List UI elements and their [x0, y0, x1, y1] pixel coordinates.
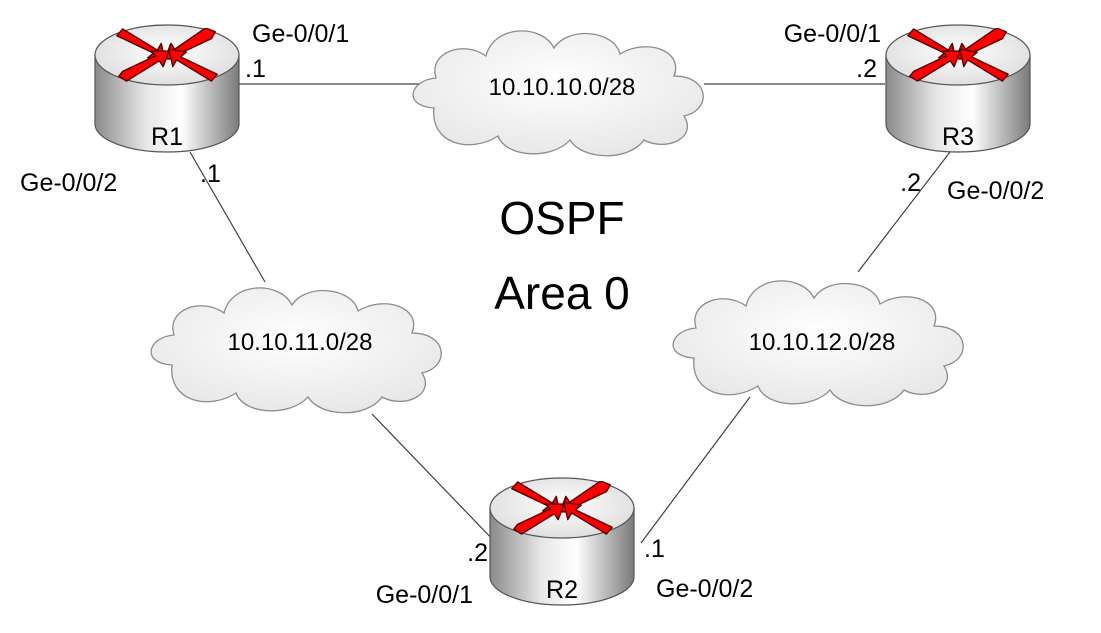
- iface-r3-ge1: Ge-0/0/1: [784, 20, 881, 48]
- iface-r1-ge1: Ge-0/0/1: [252, 20, 349, 48]
- router-r1: [94, 24, 240, 153]
- net-label-10-10-12: 10.10.12.0/28: [749, 329, 896, 356]
- cloud-net-10-10-10: [412, 30, 704, 157]
- router-r2: [489, 477, 635, 606]
- iface-r2-ge1: Ge-0/0/1: [376, 581, 473, 609]
- ip-r2-ge2: .1: [644, 535, 665, 563]
- router-label-r3: R3: [942, 123, 974, 151]
- link-r1-net11: [189, 151, 266, 283]
- area-title-line2: Area 0: [494, 267, 630, 319]
- link-net12-r2: [640, 396, 751, 544]
- router-r3: [885, 24, 1031, 153]
- ip-r1-ge2: .1: [200, 160, 221, 188]
- iface-r1-ge2: Ge-0/0/2: [20, 169, 117, 197]
- iface-r2-ge2: Ge-0/0/2: [656, 575, 753, 603]
- cloud-net-10-10-12: [672, 280, 964, 407]
- iface-r3-ge2: Ge-0/0/2: [947, 177, 1044, 205]
- cloud-net-10-10-11: [150, 287, 442, 414]
- net-label-10-10-10: 10.10.10.0/28: [489, 74, 636, 101]
- ip-r1-ge1: .1: [245, 55, 266, 83]
- links: [189, 83, 951, 546]
- router-label-r2: R2: [546, 576, 578, 604]
- link-net11-r2: [371, 413, 499, 546]
- area-title-line1: OSPF: [499, 192, 624, 244]
- net-label-10-10-11: 10.10.11.0/28: [227, 329, 372, 356]
- ip-r3-ge2: .2: [900, 169, 921, 197]
- link-r3-net12: [857, 151, 951, 273]
- router-label-r1: R1: [151, 123, 183, 151]
- ip-r3-ge1: .2: [856, 55, 877, 83]
- ip-r2-ge1: .2: [467, 539, 488, 567]
